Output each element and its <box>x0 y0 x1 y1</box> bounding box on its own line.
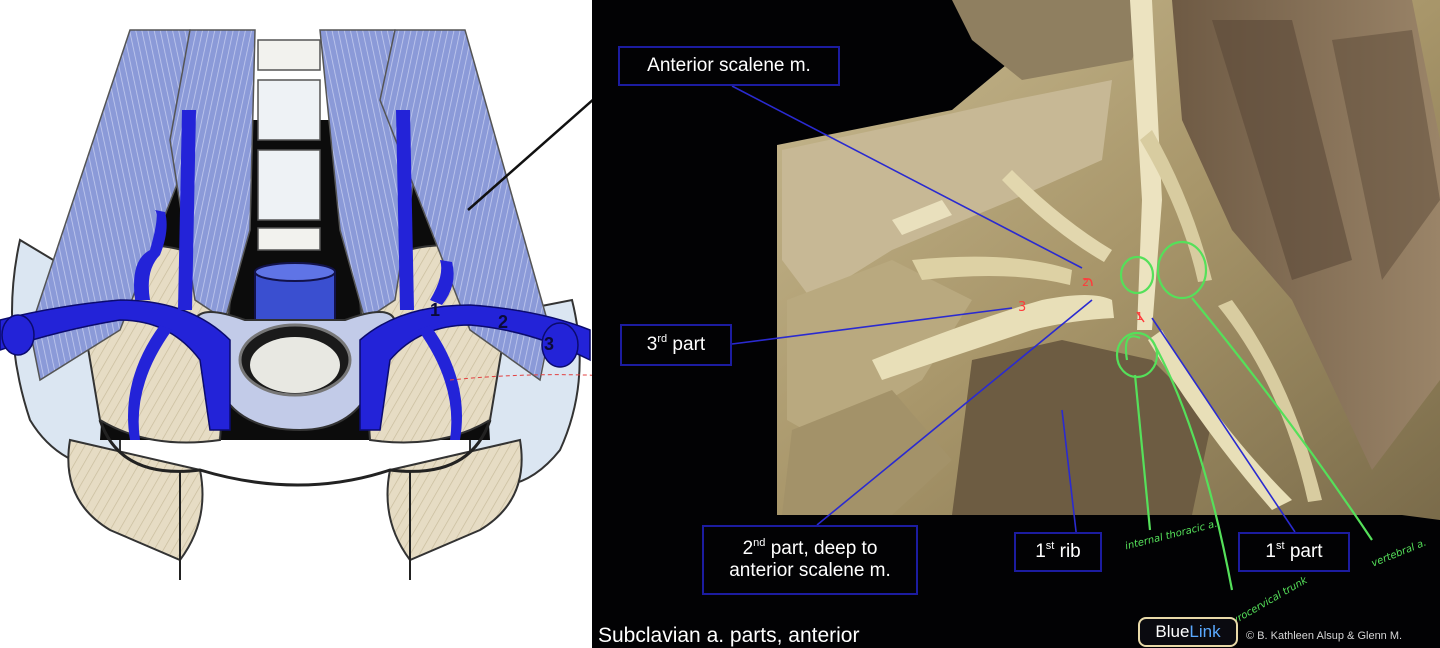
label-first-part: 1st part <box>1238 532 1350 572</box>
branch-left <box>134 210 167 300</box>
vertebra-1 <box>257 39 321 71</box>
label-anterior-scalene: Anterior scalene m. <box>618 46 840 86</box>
label-first-rib-text: 1st rib <box>1035 539 1081 562</box>
copyright-notice: © B. Kathleen Alsup & Glenn M. <box>1246 630 1403 642</box>
vertebra-4 <box>257 227 321 251</box>
figure-caption: Subclavian a. parts, anterior <box>598 624 860 647</box>
branch-right <box>430 260 454 305</box>
leader-lines <box>731 85 1296 541</box>
label-first-part-text: 1st part <box>1265 539 1323 562</box>
specimen-top <box>952 0 1152 80</box>
diagram-number-3: 3 <box>544 334 555 354</box>
label-second-part: 2nd part, deep to anterior scalene m. <box>702 525 918 595</box>
dissection-photo <box>731 0 1440 591</box>
internal-thoracic-left <box>128 325 172 440</box>
muscle-right-outer <box>379 29 551 382</box>
vessel-left-horizontal <box>0 299 231 431</box>
subclavian-artery <box>872 295 1114 380</box>
label-third-part: 3rd part <box>620 324 732 366</box>
brand-prefix: Blue <box>1155 622 1190 641</box>
vessel-stub-left <box>1 314 35 356</box>
label-second-part-line1: 2nd part, deep to <box>742 536 878 559</box>
reference-line <box>449 374 592 381</box>
green-annotations <box>1115 240 1373 591</box>
arm-left <box>67 438 204 562</box>
red-mark-1: 1 <box>1136 310 1143 323</box>
label-second-part-line2: anterior scalene m. <box>729 560 891 581</box>
red-annotations <box>1083 278 1145 323</box>
label-third-part-text: 3rd part <box>646 332 706 355</box>
dissection-photo-panel <box>592 0 1440 648</box>
brand-accent: Link <box>1189 622 1221 641</box>
red-mark-2: 2 <box>1082 276 1089 289</box>
vessel-stub-right <box>541 322 579 368</box>
schematic-svg <box>0 29 592 580</box>
schematic-illustration: 1 2 3 <box>0 0 592 648</box>
vessel-right-horizontal <box>359 304 591 431</box>
red-mark-3: 3 <box>1018 300 1027 315</box>
internal-thoracic-right <box>418 325 462 440</box>
connector-line <box>467 98 592 211</box>
label-first-rib: 1st rib <box>1014 532 1102 572</box>
vertebra-3 <box>257 149 321 221</box>
label-anterior-scalene-text: Anterior scalene m. <box>647 55 811 76</box>
vertebra-2 <box>257 79 321 141</box>
diagram-number-1: 1 <box>430 300 441 320</box>
vertebral-left <box>178 110 196 310</box>
vertebral-right <box>396 110 414 310</box>
diagram-number-2: 2 <box>498 312 509 332</box>
vertical-trunk <box>1130 0 1162 330</box>
torso-outline <box>98 419 492 487</box>
arm-right <box>386 438 523 562</box>
